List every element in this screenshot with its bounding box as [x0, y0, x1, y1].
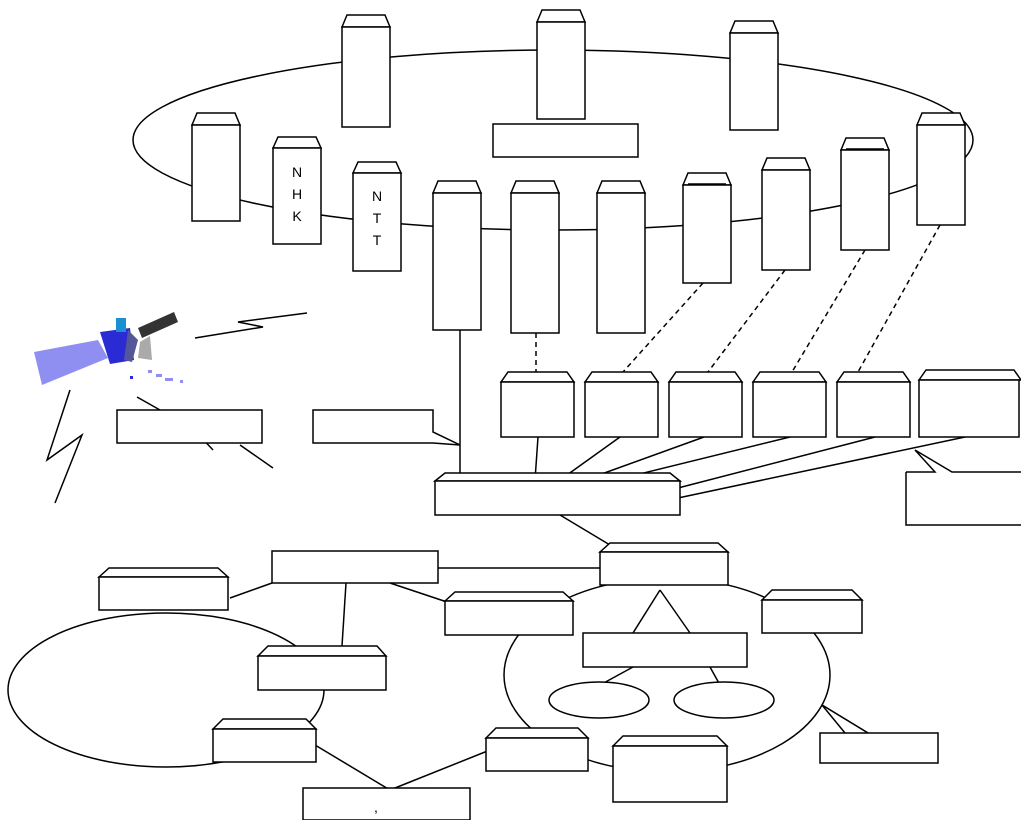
- bottom-label-box: [302, 787, 471, 820]
- server-tower-6: [839, 137, 891, 251]
- gateway-box: [271, 550, 439, 584]
- central-hub: [432, 472, 683, 516]
- node-right-ring-1: [443, 591, 575, 636]
- ntt-label-n: N: [372, 188, 382, 204]
- server-tower-7: [915, 112, 967, 226]
- node-mid-1: [499, 371, 576, 438]
- lightning-bolt-icon: [45, 389, 84, 504]
- server-top-1: [340, 14, 392, 128]
- top-ring-label-box: [492, 123, 639, 158]
- node-right-inner: [582, 632, 748, 668]
- server-tower-1: [431, 180, 483, 331]
- nhk-label-k: K: [292, 208, 302, 224]
- server-tower-4: [681, 172, 733, 284]
- server-tower-5: [760, 157, 812, 271]
- node-left-ring-3: [211, 718, 318, 763]
- node-mid-3: [667, 371, 744, 438]
- nhk-label-h: H: [292, 186, 302, 202]
- server-top-2: [535, 9, 587, 120]
- callout-middle-left: [312, 409, 461, 446]
- ntt-label-t2: T: [373, 232, 382, 248]
- node-ellipse-1: [548, 681, 650, 719]
- middle-row-nodes: [499, 369, 1021, 438]
- bottom-box-text: ,: [374, 799, 378, 815]
- node-ellipse-2: [673, 681, 775, 719]
- ntt-label-t1: T: [373, 210, 382, 226]
- server-left-1: [190, 112, 242, 222]
- node-right-ring-3: [484, 727, 590, 772]
- node-left-ring-2: [256, 645, 388, 691]
- server-tower-2: [509, 180, 561, 334]
- label-box-left: [116, 409, 263, 444]
- server-ntt: [351, 161, 403, 272]
- top-ring-servers: [190, 9, 967, 334]
- callout-bottom-right: [819, 704, 939, 764]
- node-left-ring-1: [97, 567, 230, 611]
- nhk-label-n: N: [292, 164, 302, 180]
- node-mid-4: [751, 371, 828, 438]
- bottom-nodes: [97, 542, 864, 820]
- node-mid-2: [583, 371, 660, 438]
- callouts: [116, 409, 1021, 764]
- server-nhk: [271, 136, 323, 245]
- lightning-bolt-icon: [194, 312, 308, 339]
- dashed-links: [535, 224, 941, 373]
- node-right-ring-2: [760, 589, 864, 634]
- node-mid-5: [835, 371, 912, 438]
- node-right-ring-top: [598, 542, 730, 586]
- server-tower-3: [595, 180, 647, 334]
- satellite-icon: [34, 312, 183, 385]
- node-right-ring-4: [611, 735, 729, 803]
- node-mid-6: [917, 369, 1021, 438]
- server-top-3: [728, 20, 780, 131]
- callout-right: [905, 449, 1021, 526]
